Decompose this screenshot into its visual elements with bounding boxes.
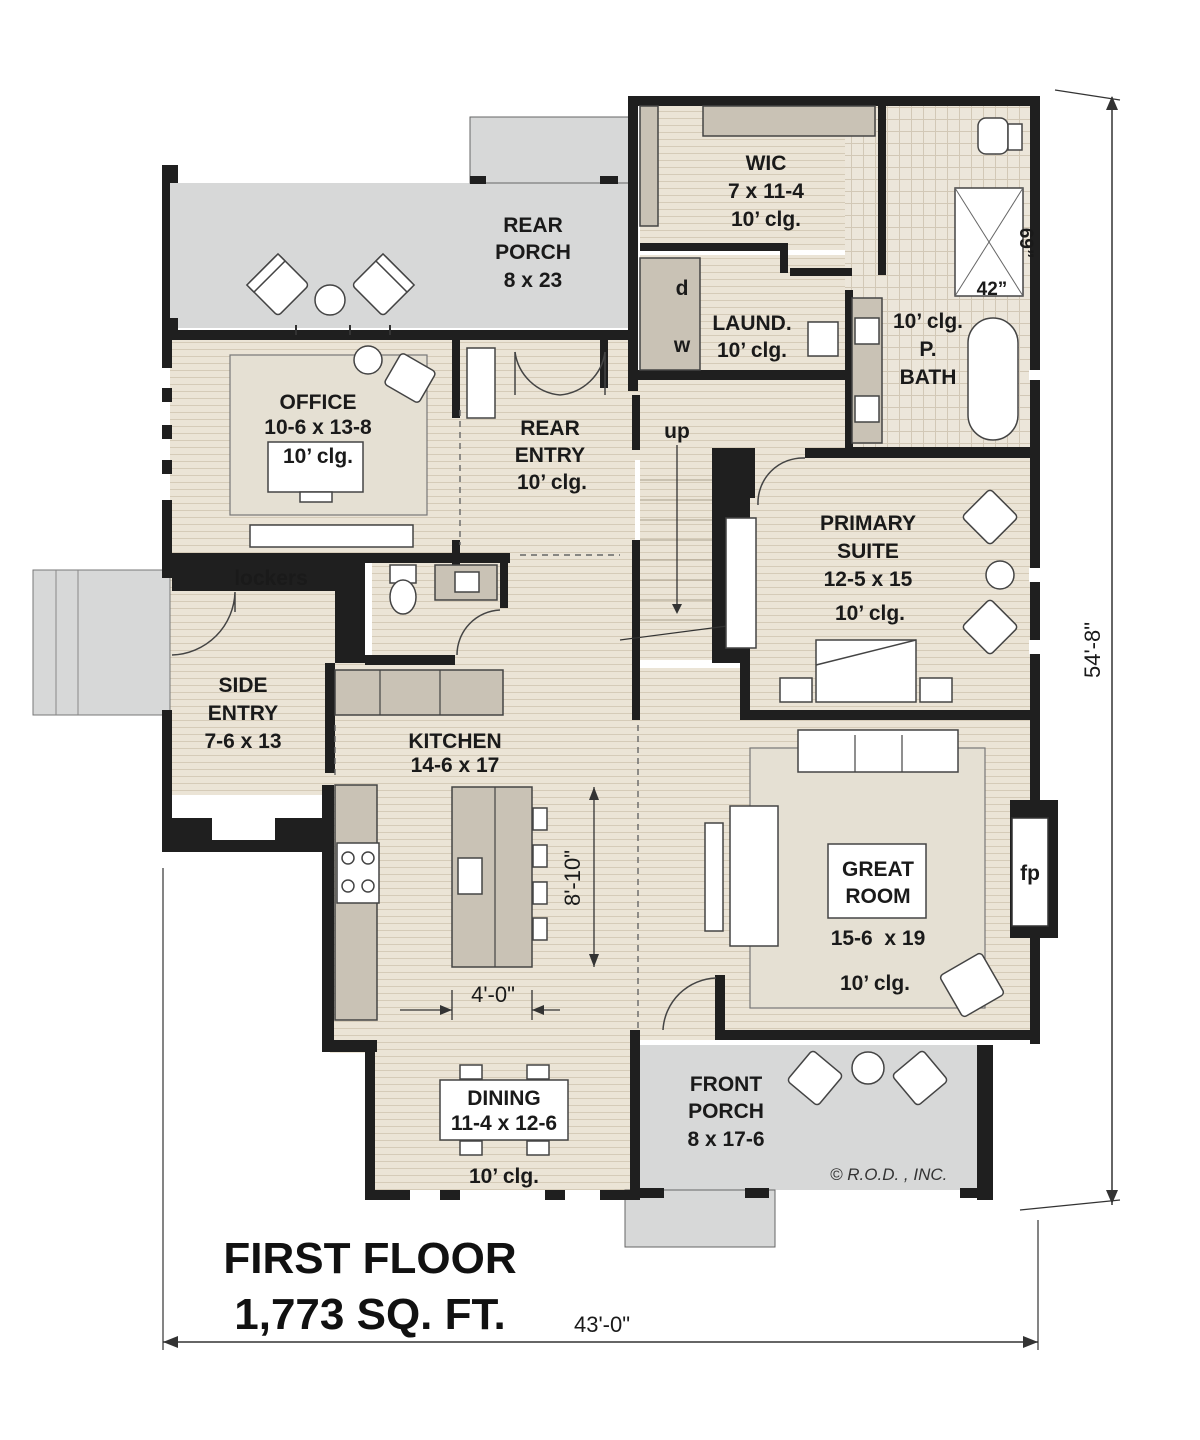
wic-size: 7 x 11-4 (728, 180, 804, 203)
overall-width-label: 43'-0" (574, 1312, 630, 1337)
dining-size: 11-4 x 12-6 (451, 1112, 557, 1135)
room-labels: REAR PORCH 8 x 23 WIC 7 x 11-4 10’ clg. … (204, 152, 1105, 1339)
overall-depth-label: 54'-8" (1080, 622, 1105, 678)
kitchen-size: 14-6 x 17 (411, 754, 500, 777)
kitchen-upper-cabinets (334, 669, 504, 716)
side-entry-label: SIDE (218, 674, 267, 697)
island-sink-icon (457, 857, 483, 895)
rear-porch-label: PORCH (495, 241, 571, 264)
square-footage: 1,773 SQ. FT. (234, 1290, 505, 1339)
rear-entry-ceiling: 10’ clg. (517, 471, 587, 494)
coffee-table-icon (827, 843, 927, 919)
washer-label: w (673, 334, 691, 357)
copyright-text: © R.O.D. , INC. (830, 1165, 947, 1184)
fireplace-label: fp (1020, 862, 1040, 885)
island-length-label: 8'-10" (560, 850, 585, 906)
front-porch-label: PORCH (688, 1100, 764, 1123)
wic-ceiling: 10’ clg. (731, 208, 801, 231)
dining-table-icon (439, 1079, 569, 1141)
side-steps (32, 569, 171, 716)
sofa-icon (797, 729, 959, 773)
rear-porch-label: REAR (503, 214, 563, 237)
great-room-label: GREAT (842, 858, 914, 881)
pbath-label: P. (919, 338, 936, 361)
rear-porch-floor (170, 183, 630, 328)
rear-entry-label: ENTRY (515, 444, 585, 467)
primary-suite-size: 12-5 x 15 (824, 568, 913, 591)
office-ceiling: 10’ clg. (283, 445, 353, 468)
rear-porch-chair-icon (352, 252, 416, 316)
bathtub-icon (967, 317, 1019, 441)
stair-treads (619, 445, 736, 641)
laundry-label: LAUND. (712, 312, 791, 335)
wic-label: WIC (746, 152, 787, 175)
stairs-up-label: up (664, 420, 690, 443)
walls (162, 96, 1058, 1200)
fixtures (171, 105, 1024, 1156)
office-desk-icon (267, 441, 364, 493)
rear-porch-size: 8 x 23 (504, 269, 562, 292)
front-porch-size: 8 x 17-6 (687, 1128, 764, 1151)
dining-ceiling: 10’ clg. (469, 1165, 539, 1188)
primary-suite-ceiling: 10’ clg. (835, 602, 905, 625)
shower-depth-label: 69” (1015, 228, 1036, 259)
rear-porch-table-icon (314, 284, 346, 316)
rear-entry-label: REAR (520, 417, 580, 440)
dimension-lines (162, 89, 1121, 1350)
office-size: 10-6 x 13-8 (264, 416, 372, 439)
island-gap-label: 4'-0" (471, 982, 515, 1007)
front-porch-step (624, 1189, 776, 1248)
sofa-icon (729, 805, 779, 947)
lockers-label: lockers (234, 567, 308, 590)
dining-label: DINING (467, 1087, 541, 1110)
great-room-ceiling: 10’ clg. (840, 972, 910, 995)
great-room-label: ROOM (845, 885, 910, 908)
floor-title: FIRST FLOOR (223, 1234, 516, 1283)
side-entry-floor (170, 563, 335, 795)
great-room-size: 15-6 x 19 (831, 927, 926, 950)
bed-icon (779, 639, 953, 703)
laundry-ceiling: 10’ clg. (717, 339, 787, 362)
rear-porch-step (469, 116, 631, 184)
shower-width-label: 42” (977, 279, 1008, 300)
range-icon (336, 842, 380, 904)
pbath-label: BATH (900, 366, 957, 389)
office-label: OFFICE (280, 391, 357, 414)
dryer-label: d (676, 277, 689, 300)
primary-suite-label: SUITE (837, 540, 899, 563)
pbath-ceiling: 10’ clg. (893, 310, 963, 333)
front-porch-label: FRONT (690, 1073, 762, 1096)
rear-porch-chair-icon (245, 252, 309, 316)
side-entry-label: ENTRY (208, 702, 278, 725)
mudhall-floor (507, 553, 637, 663)
kitchen-label: KITCHEN (408, 730, 501, 753)
primary-suite-label: PRIMARY (820, 512, 916, 535)
side-entry-size: 7-6 x 13 (204, 730, 281, 753)
hall-floor (635, 380, 845, 460)
